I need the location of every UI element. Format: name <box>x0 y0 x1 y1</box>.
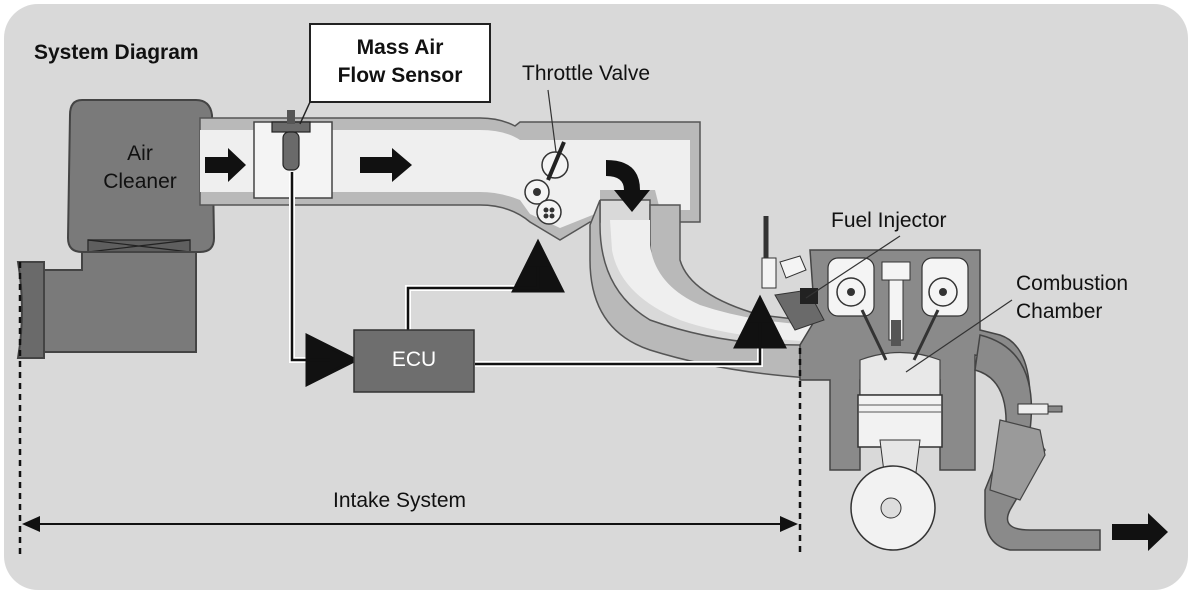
maf-sensor-label-line1: Mass Air <box>356 36 444 59</box>
curved-down-arrow-icon <box>606 160 650 212</box>
ecu-label: ECU <box>391 348 437 371</box>
maf-sensor-probe <box>282 131 300 171</box>
air-cleaner-label-line2: Cleaner <box>103 170 177 193</box>
leader-fuel-injector <box>805 235 901 299</box>
engine <box>799 249 1101 551</box>
diagram-title: System Diagram <box>34 41 199 64</box>
right-arrow-icon <box>205 148 246 182</box>
fuel-injector-label: Fuel Injector <box>831 209 947 232</box>
maf-sensor-label-line2: Flow Sensor <box>337 64 463 87</box>
intake-system-dimension <box>18 262 802 556</box>
combustion-chamber <box>859 351 941 396</box>
exhaust-arrow-icon <box>1112 513 1168 551</box>
combustion-chamber-label-line1: Combustion <box>1016 272 1129 295</box>
throttle-valve <box>524 89 569 225</box>
air-cleaner <box>16 99 216 359</box>
signal-lines <box>289 172 787 387</box>
ecu-box <box>353 329 475 393</box>
combustion-chamber-label-line2: Chamber <box>1016 300 1103 323</box>
throttle-valve-label: Throttle Valve <box>522 62 650 85</box>
right-arrow-icon <box>360 148 412 182</box>
maf-callout-box <box>309 23 491 103</box>
air-cleaner-label-line1: Air <box>127 142 153 165</box>
intake-system-label: Intake System <box>333 489 467 512</box>
leader-combustion <box>905 299 1013 373</box>
piston <box>857 394 943 448</box>
